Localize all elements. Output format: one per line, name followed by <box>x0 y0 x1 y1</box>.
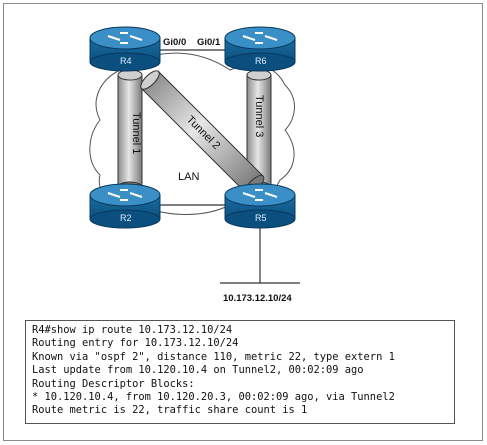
cli-line: Routing Descriptor Blocks: <box>32 377 195 390</box>
cli-line: R4#show ip route 10.173.12.10/24 <box>32 324 233 336</box>
router-r4[interactable]: R4 <box>89 26 161 72</box>
network-diagram: Tunnel 1 Tunnel 3 Tunnel 2 LAN Gi0/0 Gi0… <box>89 26 300 304</box>
router-r5[interactable]: R5 <box>224 183 296 229</box>
cli-line: Last update from 10.120.10.4 on Tunnel2,… <box>32 364 364 377</box>
router-r6-label: R6 <box>255 56 267 66</box>
router-arrows-icon <box>242 189 278 201</box>
router-arrows-icon <box>107 32 143 44</box>
router-r2[interactable]: R2 <box>89 183 161 229</box>
router-r5-label: R5 <box>255 213 267 223</box>
tunnel-3-label: Tunnel 3 <box>253 95 265 137</box>
r4-interface-label: Gi0/0 <box>163 37 186 48</box>
cli-line: Routing entry for 10.173.12.10/24 <box>32 337 239 350</box>
lan-label: LAN <box>178 171 199 183</box>
router-arrows-icon <box>107 189 143 201</box>
router-r6[interactable]: R6 <box>224 26 296 72</box>
r6-interface-label: Gi0/1 <box>197 37 221 48</box>
cli-line: * 10.120.10.4, from 10.120.20.3, 00:02:0… <box>32 391 395 404</box>
cli-line: Route metric is 22, traffic share count … <box>32 404 308 417</box>
tunnel-1-label: Tunnel 1 <box>130 112 142 154</box>
router-r2-label: R2 <box>120 213 132 223</box>
cli-line: Known via "ospf 2", distance 110, metric… <box>32 350 395 363</box>
router-r4-label: R4 <box>120 56 132 66</box>
network-label: 10.173.12.10/24 <box>223 293 292 304</box>
router-arrows-icon <box>242 32 278 44</box>
cli-output-box: R4#show ip route 10.173.12.10/24 Routing… <box>25 320 455 424</box>
